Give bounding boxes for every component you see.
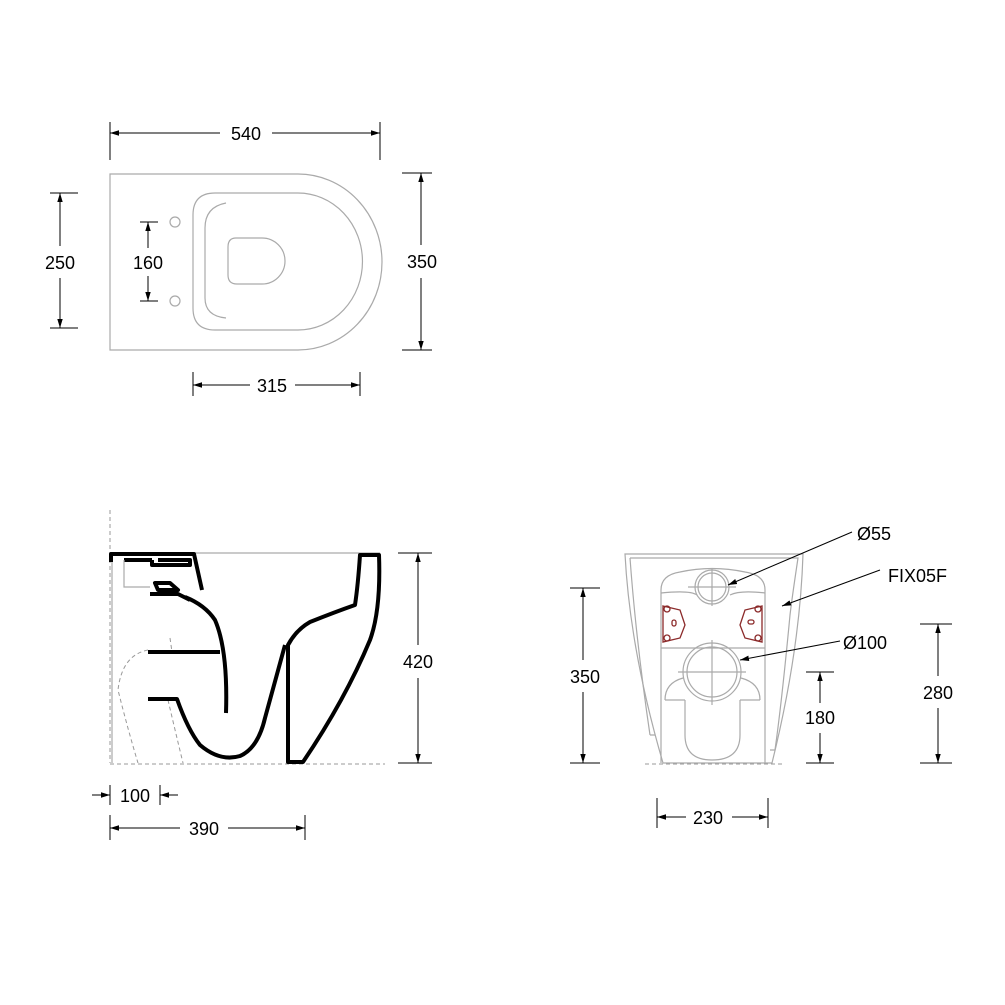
rim-inner-line (204, 202, 227, 319)
fixing-kit-label: FIX05F (888, 566, 947, 586)
seat-outline (192, 192, 364, 331)
dim-label: 540 (231, 124, 261, 144)
dim-280: 280 (920, 623, 953, 764)
bowl-opening (227, 237, 286, 285)
top-outline (109, 173, 383, 351)
dim-350-rear: 350 (570, 587, 600, 764)
dim-350-top: 350 (402, 172, 437, 351)
dim-label: 280 (923, 683, 953, 703)
dim-160: 160 (133, 221, 163, 302)
trap-outer (148, 644, 287, 760)
dim-180: 180 (805, 671, 835, 764)
dim-label: 160 (133, 253, 163, 273)
top-view: 540 250 160 350 (45, 122, 437, 396)
rear-panel (660, 567, 766, 763)
fixing-hole-top (169, 216, 181, 228)
dim-390: 390 (109, 815, 306, 840)
dim-230: 230 (656, 798, 769, 828)
trap-inner (184, 595, 229, 714)
dim-label: 390 (189, 819, 219, 839)
dim-100: 100 (92, 785, 178, 806)
dim-315: 315 (192, 372, 361, 396)
bowl-front (286, 553, 382, 764)
dim-label: 180 (805, 708, 835, 728)
dim-label: 230 (693, 808, 723, 828)
fixing-plate (109, 552, 204, 591)
dim-label: 350 (570, 667, 600, 687)
rear-outline (624, 553, 804, 764)
rear-view: Ø55 FIX05F Ø100 350 180 280 (570, 524, 953, 828)
fixing-bracket-right (739, 605, 763, 643)
dim-label: 420 (403, 652, 433, 672)
side-view: 420 100 390 (92, 510, 433, 840)
dim-250: 250 (45, 192, 78, 329)
fixing-hole-bottom (169, 295, 181, 307)
outlet-label: Ø100 (843, 633, 887, 653)
dim-label: 315 (257, 376, 287, 396)
dim-label: 350 (407, 252, 437, 272)
fixing-bracket-left (662, 605, 686, 643)
dim-540: 540 (109, 122, 381, 160)
inlet-label: Ø55 (857, 524, 891, 544)
dim-label: 250 (45, 253, 75, 273)
dim-420: 420 (398, 552, 433, 764)
dim-label: 100 (120, 786, 150, 806)
